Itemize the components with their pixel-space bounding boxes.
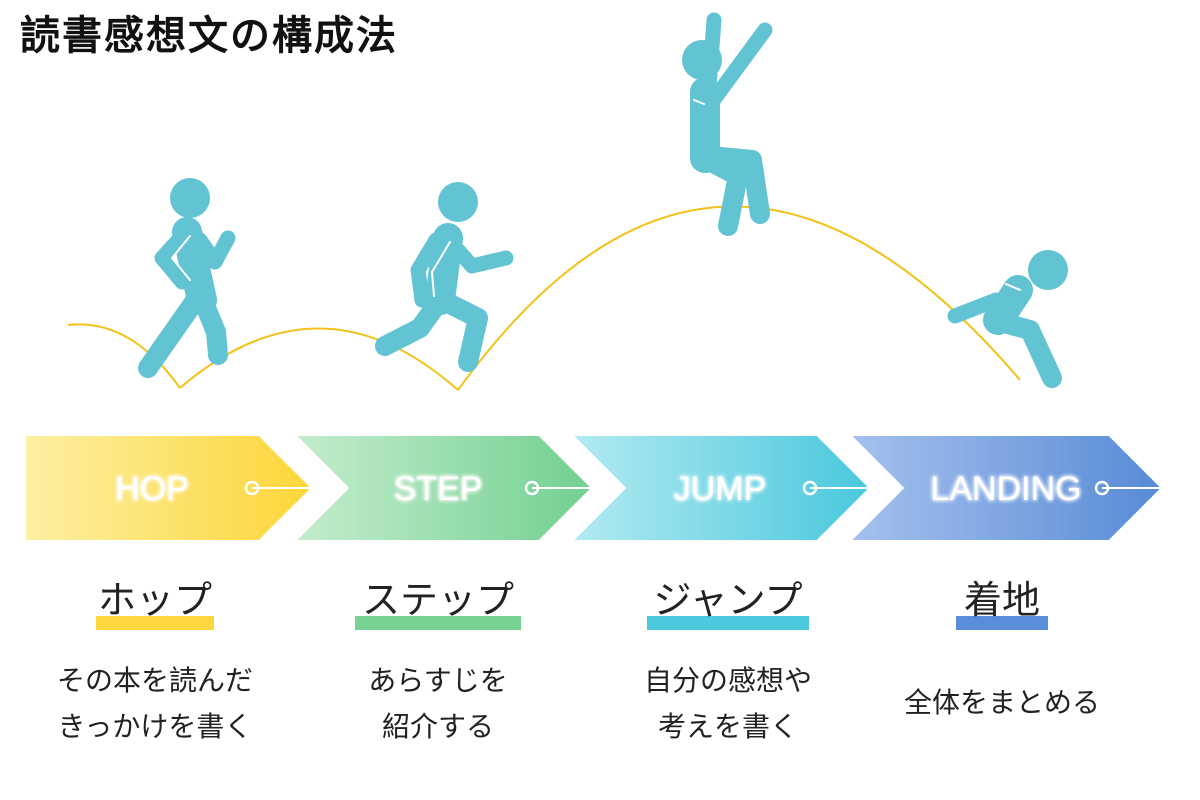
chevron-jump bbox=[555, 428, 880, 548]
arc-approach bbox=[67, 323, 181, 389]
stage-underline-landing bbox=[956, 616, 1048, 630]
chevron-landing bbox=[833, 428, 1172, 548]
chevron-outline-hop bbox=[10, 420, 334, 556]
stage-en-label-landing: LANDING bbox=[930, 470, 1081, 508]
lander-icon bbox=[947, 250, 1068, 388]
stage-chevrons: HOP STEP JUMP LANDING bbox=[10, 420, 1184, 556]
jumper-icon bbox=[682, 12, 773, 236]
stage-description-step: あらすじを 紹介する bbox=[368, 664, 508, 743]
stage-ja-label-hop: ホップ bbox=[97, 578, 212, 622]
chevron-step bbox=[278, 428, 602, 548]
stage-underline-jump bbox=[647, 616, 809, 630]
chevron-hop bbox=[18, 428, 322, 548]
stage-underline-step bbox=[355, 616, 521, 630]
page-title: 読書感想文の構成法 bbox=[20, 13, 398, 59]
connector-dot-step bbox=[524, 480, 540, 496]
stage-underline-hop bbox=[96, 616, 214, 630]
stage-description-hop: その本を読んだ きっかけを書く bbox=[56, 664, 253, 743]
stage-en-label-hop: HOP bbox=[115, 470, 189, 508]
stage-ja-label-jump: ジャンプ bbox=[653, 578, 803, 622]
chevron-outline-landing bbox=[813, 420, 1184, 556]
arc-step bbox=[457, 205, 1021, 391]
stage-description-jump: 自分の感想や 考えを書く bbox=[643, 664, 812, 743]
chevron-outline-step bbox=[258, 420, 614, 556]
chevron-outline-jump bbox=[535, 420, 892, 556]
runner-hop-icon bbox=[138, 178, 236, 378]
stage-en-label-step: STEP bbox=[394, 470, 483, 508]
stage-description-landing: 全体をまとめる bbox=[903, 686, 1100, 719]
connector-dot-hop bbox=[244, 480, 260, 496]
connector-dot-landing bbox=[1094, 480, 1110, 496]
stage-en-label-jump: JUMP bbox=[674, 470, 767, 508]
runner-step-icon bbox=[375, 182, 514, 372]
stage-ja-label-step: ステップ bbox=[361, 578, 514, 622]
stage-ja-label-landing: 着地 bbox=[963, 578, 1040, 622]
connector-dot-jump bbox=[802, 480, 818, 496]
